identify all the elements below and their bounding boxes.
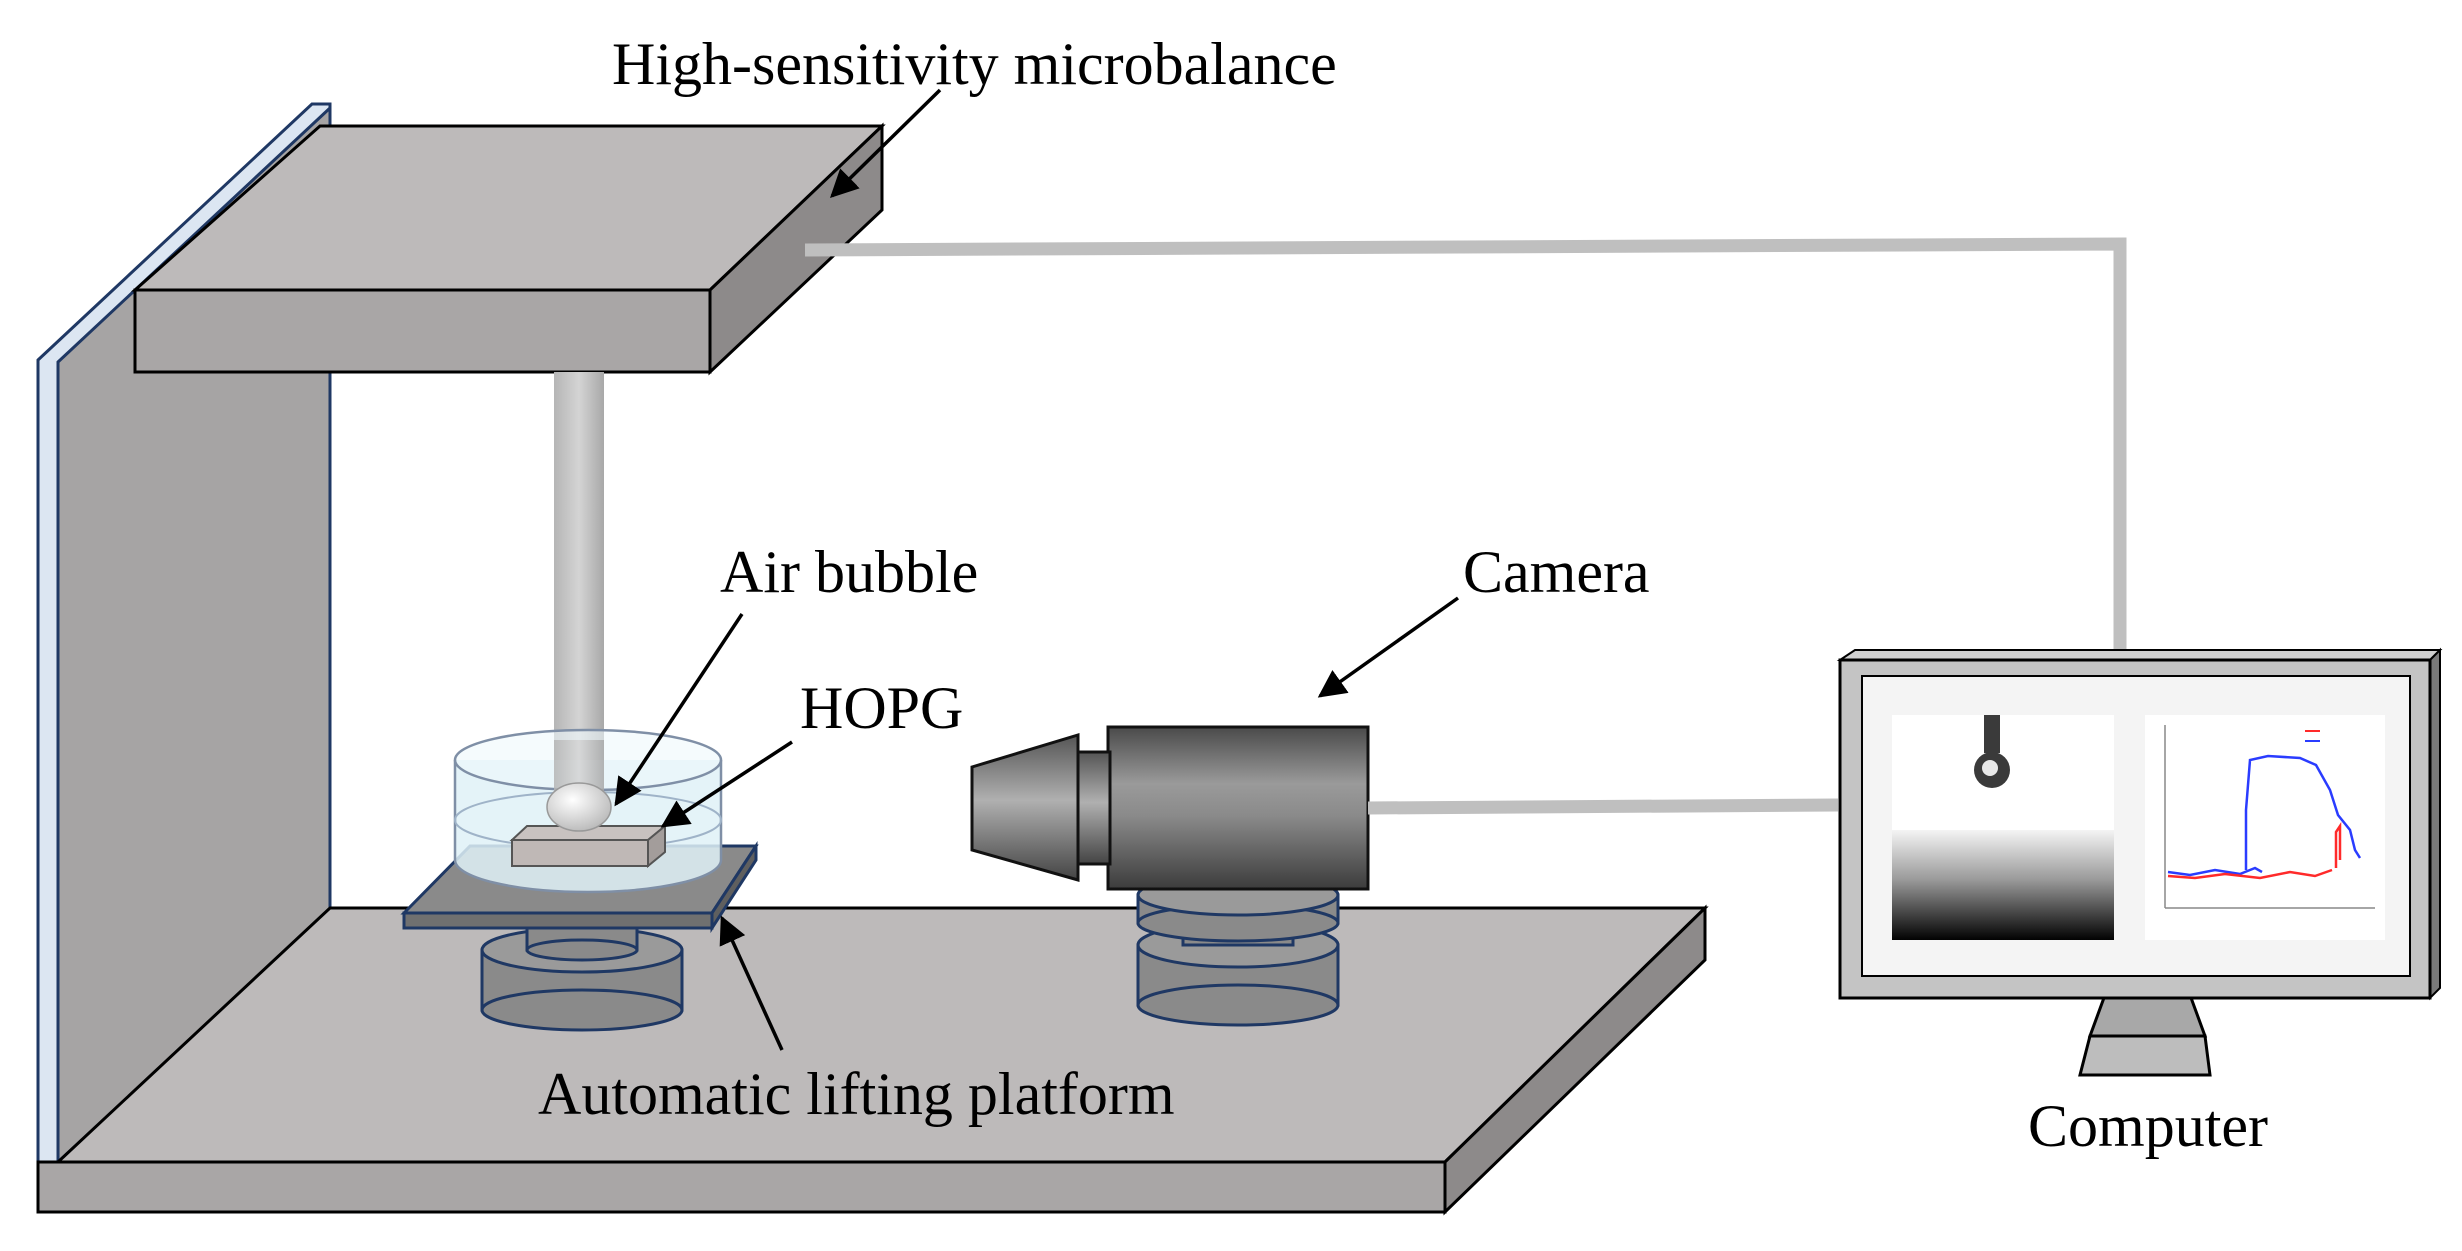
camera-lifting-stage bbox=[1136, 873, 1340, 1027]
arrow-air-bubble bbox=[614, 613, 744, 807]
label-computer: Computer bbox=[2028, 1093, 2268, 1159]
camera-cable bbox=[1367, 798, 1839, 815]
screen-graph-image bbox=[2145, 715, 2385, 940]
arrow-hopg bbox=[660, 740, 793, 828]
microbalance-slab bbox=[131, 122, 886, 376]
arrow-camera bbox=[1317, 596, 1460, 698]
air-bubble bbox=[546, 782, 612, 832]
camera bbox=[970, 725, 1370, 891]
label-microbalance: High-sensitivity microbalance bbox=[612, 31, 1337, 97]
label-air-bubble: Air bubble bbox=[720, 539, 978, 605]
arrow-microbalance bbox=[830, 88, 942, 198]
balance-rod bbox=[554, 372, 604, 792]
label-arrows bbox=[614, 88, 1460, 1051]
screen-droplet-image bbox=[1892, 715, 2114, 940]
hopg-sample bbox=[509, 823, 668, 869]
microbalance-cable bbox=[804, 237, 2127, 652]
computer bbox=[1836, 647, 2443, 1077]
left-lifting-stage bbox=[480, 903, 684, 1032]
base-table bbox=[36, 904, 1709, 1216]
label-platform: Automatic lifting platform bbox=[538, 1061, 1175, 1127]
label-hopg: HOPG bbox=[800, 675, 963, 741]
label-camera: Camera bbox=[1463, 539, 1650, 605]
arrow-platform bbox=[719, 915, 784, 1051]
